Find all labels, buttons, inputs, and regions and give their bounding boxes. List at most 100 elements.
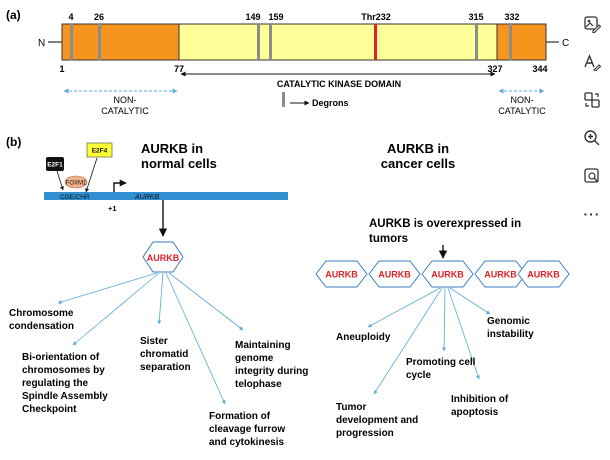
role-cell-cycle-2: cycle	[406, 370, 431, 381]
degron-149	[257, 24, 260, 60]
role-genomic-instability-1: Genomic	[487, 316, 530, 327]
position-315: 315	[468, 12, 483, 22]
text-style-icon	[584, 54, 601, 71]
image-search-icon	[584, 168, 599, 183]
role-chromosome-condensation-1: Chromosome	[9, 308, 74, 319]
degron-332	[509, 24, 512, 60]
noncatalytic-right-line2: CATALYTIC	[498, 106, 546, 116]
noncatalytic-left-line1: NON-	[114, 95, 137, 105]
e2f4-arrow	[85, 157, 98, 193]
c-terminal-region	[496, 23, 547, 61]
foxm1-factor	[64, 175, 88, 189]
text-style-button[interactable]	[578, 48, 606, 76]
role-chromosome-condensation-2: condensation	[9, 321, 74, 332]
overexpressed-line2: tumors	[369, 233, 408, 245]
noncatalytic-left-line2: CATALYTIC	[101, 106, 149, 116]
n-terminus-label: N	[38, 38, 45, 49]
role-cleavage-furrow-1: Formation of	[209, 411, 271, 422]
degron-4	[70, 24, 73, 60]
more-icon: ···	[583, 206, 601, 222]
position-149: 149	[245, 12, 260, 22]
arrow-genome-integrity	[168, 272, 244, 331]
catalytic-kinase-region	[178, 23, 498, 61]
tss-label: +1	[108, 204, 117, 213]
role-genome-integrity-4: telophase	[235, 379, 282, 390]
role-tumor-development-2: development and	[336, 415, 418, 426]
role-tumor-development-1: Tumor	[336, 402, 366, 413]
role-cleavage-furrow-2: cleavage furrow	[209, 424, 285, 435]
role-bi-orientation-2: chromosomes by	[22, 365, 105, 376]
role-genomic-instability-2: instability	[487, 329, 534, 340]
arrow-bi-orientation	[72, 272, 160, 346]
arrow-genomic-instability	[449, 287, 491, 315]
arrow-chromosome-condensation	[57, 272, 158, 304]
role-genome-integrity-2: genome	[235, 353, 274, 364]
e2f4-factor	[86, 142, 113, 158]
panel-a-label: (a)	[6, 8, 21, 22]
position-77: 77	[174, 64, 184, 74]
cancer-aurkb-hexagon-1	[315, 260, 368, 288]
e2f4-label: E2F4	[92, 148, 108, 155]
translate-icon	[584, 92, 600, 108]
degron-26	[98, 24, 101, 60]
role-inhibition-apoptosis-1: Inhibition of	[451, 394, 509, 405]
noncatalytic-right-line1: NON-	[511, 95, 534, 105]
position-4: 4	[68, 12, 73, 22]
foxm1-label: FOXM1	[66, 181, 87, 187]
role-aneuploidy: Aneuploidy	[336, 332, 391, 343]
normal-aurkb-hexagon	[142, 241, 184, 273]
cancer-aurkb-label-5: AURKB	[527, 270, 560, 280]
role-bi-orientation-3: regulating the	[22, 378, 89, 389]
overexpressed-line1: AURKB is overexpressed in	[369, 218, 521, 230]
role-bi-orientation-4: Spindle Assembly	[22, 391, 108, 402]
role-genome-integrity-1: Maintaining	[235, 340, 291, 351]
role-inhibition-apoptosis-2: apoptosis	[451, 407, 499, 418]
panel-b-label: (b)	[6, 135, 21, 149]
translate-button[interactable]	[578, 86, 606, 114]
role-sister-chromatid-3: separation	[140, 362, 191, 373]
viewer-toolbar: ···	[576, 10, 610, 238]
role-cell-cycle-1: Promoting cell	[406, 357, 476, 368]
cancer-aurkb-hexagon-2	[368, 260, 421, 288]
role-genome-integrity-3: integrity during	[235, 366, 308, 377]
cancer-aurkb-row: AURKB AURKB AURKB AURKB AURKB	[315, 260, 570, 288]
role-bi-orientation-1: Bi-orientation of	[22, 352, 100, 363]
arrow-cell-cycle	[442, 287, 447, 352]
normal-title-line2: normal cells	[141, 156, 217, 171]
cancer-aurkb-label-3: AURKB	[431, 270, 464, 280]
zoom-in-icon	[584, 130, 600, 146]
degron-315	[475, 24, 478, 60]
cancer-aurkb-hexagon-3	[421, 260, 474, 288]
zoom-in-button[interactable]	[578, 124, 606, 152]
cancer-title-line1: AURKB in	[387, 141, 449, 156]
position-344: 344	[532, 64, 547, 74]
position-26: 26	[94, 12, 104, 22]
e2f1-factor	[46, 157, 64, 171]
aurkb-figure: (a) N C 4 26 149 159 Thr232 315 332 1 77…	[6, 8, 570, 448]
cancer-role-arrows	[367, 287, 491, 395]
cde-chr-label: CDE/CHR	[60, 194, 90, 201]
image-edit-button[interactable]	[578, 10, 606, 38]
c-terminus-label: C	[562, 38, 569, 49]
degron-legend-bar	[282, 92, 285, 107]
image-edit-icon	[584, 16, 601, 33]
role-bi-orientation-5: Checkpoint	[22, 404, 77, 415]
e2f1-label: E2F1	[47, 162, 63, 169]
position-1: 1	[59, 64, 64, 74]
more-options-button[interactable]: ···	[578, 200, 606, 228]
role-sister-chromatid-1: Sister	[140, 336, 168, 347]
n-terminal-region	[61, 23, 180, 61]
role-tumor-development-3: progression	[336, 428, 394, 439]
image-search-button[interactable]	[578, 162, 606, 190]
arrow-sister-chromatid	[157, 272, 164, 325]
degron-legend-label: Degrons	[312, 98, 349, 108]
arrow-inhibition-apoptosis	[447, 287, 480, 380]
normal-aurkb-label: AURKB	[147, 253, 180, 263]
cancer-aurkb-hexagon-5	[517, 260, 570, 288]
cancer-aurkb-label-4: AURKB	[484, 270, 517, 280]
position-327: 327	[487, 64, 502, 74]
tss-arrow	[113, 179, 127, 192]
thr232-site	[374, 24, 377, 60]
cancer-title-line2: cancer cells	[381, 156, 455, 171]
kinase-domain-label: CATALYTIC KINASE DOMAIN	[277, 79, 401, 89]
